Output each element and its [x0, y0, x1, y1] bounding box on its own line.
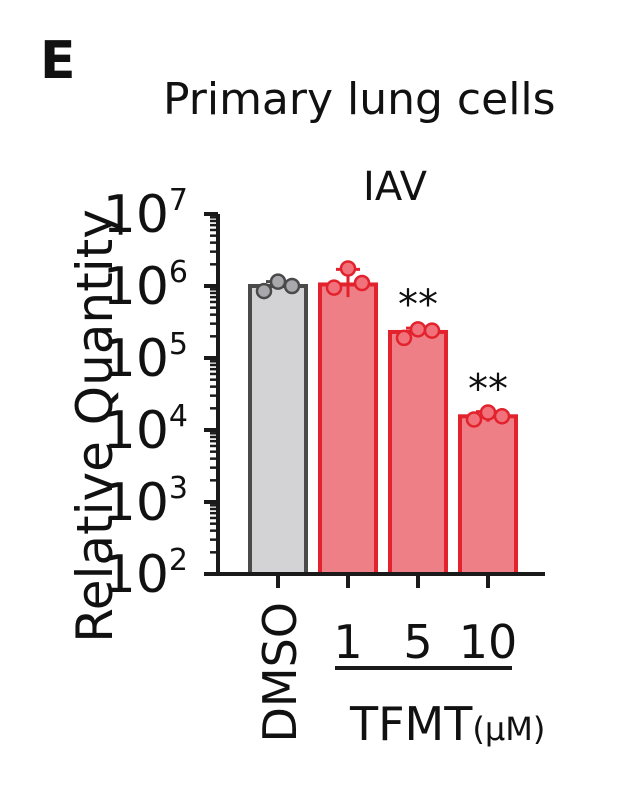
y-tick-base: 10	[103, 257, 169, 317]
y-tick-exponent: 7	[169, 183, 188, 218]
bar-1	[318, 282, 378, 576]
data-point-1	[339, 260, 357, 277]
plot-area: ** **	[248, 260, 518, 576]
significance-label-5: **	[398, 282, 438, 328]
y-tick-label: 107	[103, 183, 188, 245]
chart-title: IAV	[363, 164, 428, 210]
y-axis-label: Relative Quantity	[66, 209, 124, 643]
group-unit: (μM)	[472, 710, 545, 748]
data-point-DMSO	[283, 277, 301, 295]
data-point-5	[395, 329, 413, 347]
x-tick-label-1: 1	[333, 615, 362, 669]
bar-10	[458, 414, 518, 576]
y-tick-exponent: 4	[169, 399, 188, 434]
data-point-10	[493, 408, 511, 425]
figure-title: Primary lung cells	[163, 74, 556, 125]
x-tick-label-10: 10	[459, 615, 518, 669]
bar-DMSO	[248, 284, 308, 576]
y-tick-label: 104	[103, 399, 188, 461]
y-tick-label: 106	[103, 255, 188, 317]
x-tick-label-5: 5	[403, 615, 432, 669]
y-tick-base: 10	[103, 545, 169, 605]
bar-5	[388, 329, 448, 576]
significance-label-10: **	[468, 366, 508, 412]
data-point-DMSO	[255, 282, 273, 300]
x-tick-label-DMSO: DMSO	[253, 602, 307, 743]
y-tick-label: 105	[103, 327, 188, 389]
data-point-1	[325, 279, 343, 296]
y-tick-exponent: 3	[169, 471, 188, 506]
y-tick-label: 103	[103, 471, 188, 533]
y-tick-base: 10	[103, 329, 169, 389]
data-point-10	[465, 411, 483, 428]
data-point-DMSO	[269, 273, 287, 290]
y-tick-label: 102	[103, 543, 188, 605]
y-tick-base: 10	[103, 401, 169, 461]
panel-letter: E	[40, 31, 76, 91]
data-point-5	[423, 322, 441, 339]
y-tick-base: 10	[103, 185, 169, 245]
y-tick-exponent: 2	[169, 543, 188, 578]
y-tick-base: 10	[103, 473, 169, 533]
group-label: TFMT	[349, 697, 473, 751]
data-point-1	[353, 274, 371, 292]
y-tick-exponent: 5	[169, 327, 188, 362]
y-tick-exponent: 6	[169, 255, 188, 290]
treatment-group-label: TFMT(μM)	[349, 697, 545, 751]
